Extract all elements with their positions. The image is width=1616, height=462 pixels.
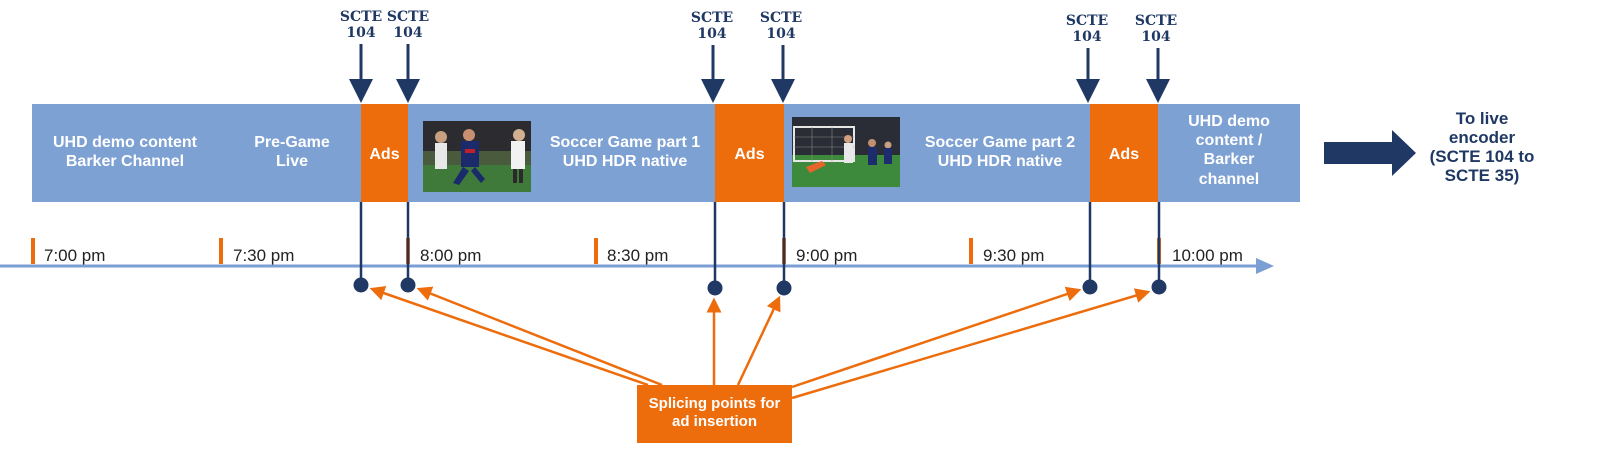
splicing-arrow-6 <box>791 288 1151 400</box>
segment-uhd-end: UHD demo content / Barker channel <box>1188 113 1270 188</box>
segment-soccer-1: Soccer Game part 1 UHD HDR native <box>549 134 701 171</box>
soccer-photo-2 <box>792 117 900 187</box>
scte-label-4: SCTE 104 <box>751 10 811 42</box>
scte-label-5: SCTE 104 <box>1057 13 1117 45</box>
splicing-arrow-1 <box>369 286 649 387</box>
segment-soccer-2: Soccer Game part 2 UHD HDR native <box>924 134 1076 171</box>
time-label-5: 9:00 pm <box>796 246 858 265</box>
soccer-players-photo-icon <box>423 121 531 192</box>
splice-point-6 <box>1151 279 1167 295</box>
time-label-2: 7:30 pm <box>233 246 295 265</box>
scte-label-6: SCTE 104 <box>1126 13 1186 45</box>
soccer-goal-photo-icon <box>792 117 900 187</box>
time-ticks <box>31 238 1161 264</box>
time-label-4: 8:30 pm <box>607 246 669 265</box>
soccer-photo-1 <box>423 121 531 192</box>
scte-label-text: SCTE <box>690 10 734 26</box>
splicing-arrow-5 <box>791 286 1082 389</box>
segment-ads-2: Ads <box>734 146 765 163</box>
scte-label-number: 104 <box>393 25 423 42</box>
scte-label-text: SCTE <box>386 9 430 25</box>
time-tick-6 <box>969 238 973 264</box>
splice-markers <box>353 202 1167 296</box>
scte-arrows <box>349 44 1170 103</box>
scte-label-number: 104 <box>766 26 796 43</box>
scte-label-number: 104 <box>1141 29 1171 46</box>
scte-label-1: SCTE 104 <box>331 9 391 41</box>
scte-label-number: 104 <box>346 25 376 42</box>
time-label-6: 9:30 pm <box>983 246 1045 265</box>
to-encoder-arrow <box>1324 130 1416 176</box>
splicing-points-box <box>637 385 792 443</box>
scte-label-text: SCTE <box>1134 13 1178 29</box>
time-axis <box>0 258 1274 274</box>
ads-block-3 <box>1090 104 1158 202</box>
segment-ads-1: Ads <box>369 146 400 163</box>
time-label-3: 8:00 pm <box>420 246 482 265</box>
splicing-arrows <box>369 286 1151 400</box>
splicing-points-label: Splicing points for ad insertion <box>648 395 781 430</box>
scte-label-text: SCTE <box>759 10 803 26</box>
splice-point-1 <box>353 277 369 293</box>
time-label-1: 7:00 pm <box>44 246 106 265</box>
ads-block-1 <box>361 104 408 202</box>
time-tick-2 <box>219 238 223 264</box>
splice-point-3 <box>707 280 723 296</box>
scte-label-3: SCTE 104 <box>682 10 742 42</box>
segment-ads-3: Ads <box>1108 146 1140 163</box>
splicing-arrow-4 <box>736 295 781 386</box>
ads-block-2 <box>715 104 784 202</box>
content-bar <box>32 104 1300 202</box>
splice-point-4 <box>776 280 792 296</box>
scte-label-text: SCTE <box>1065 13 1109 29</box>
scte-label-number: 104 <box>697 26 727 43</box>
scte-label-2: SCTE 104 <box>378 9 438 41</box>
scte-label-number: 104 <box>1072 29 1102 46</box>
scte-label-text: SCTE <box>339 9 383 25</box>
time-axis-arrowhead <box>1256 258 1274 274</box>
splice-point-2 <box>400 277 416 293</box>
splice-point-5 <box>1082 279 1098 295</box>
segment-pregame: Pre-Game Live <box>254 134 330 171</box>
time-tick-4 <box>594 238 598 264</box>
to-live-encoder-label: To live encoder (SCTE 104 to SCTE 35) <box>1429 109 1535 186</box>
time-tick-1 <box>31 238 35 264</box>
segment-uhd-demo: UHD demo content Barker Channel <box>53 134 197 171</box>
splicing-arrow-2 <box>416 286 663 387</box>
time-label-7: 10:00 pm <box>1172 246 1243 265</box>
